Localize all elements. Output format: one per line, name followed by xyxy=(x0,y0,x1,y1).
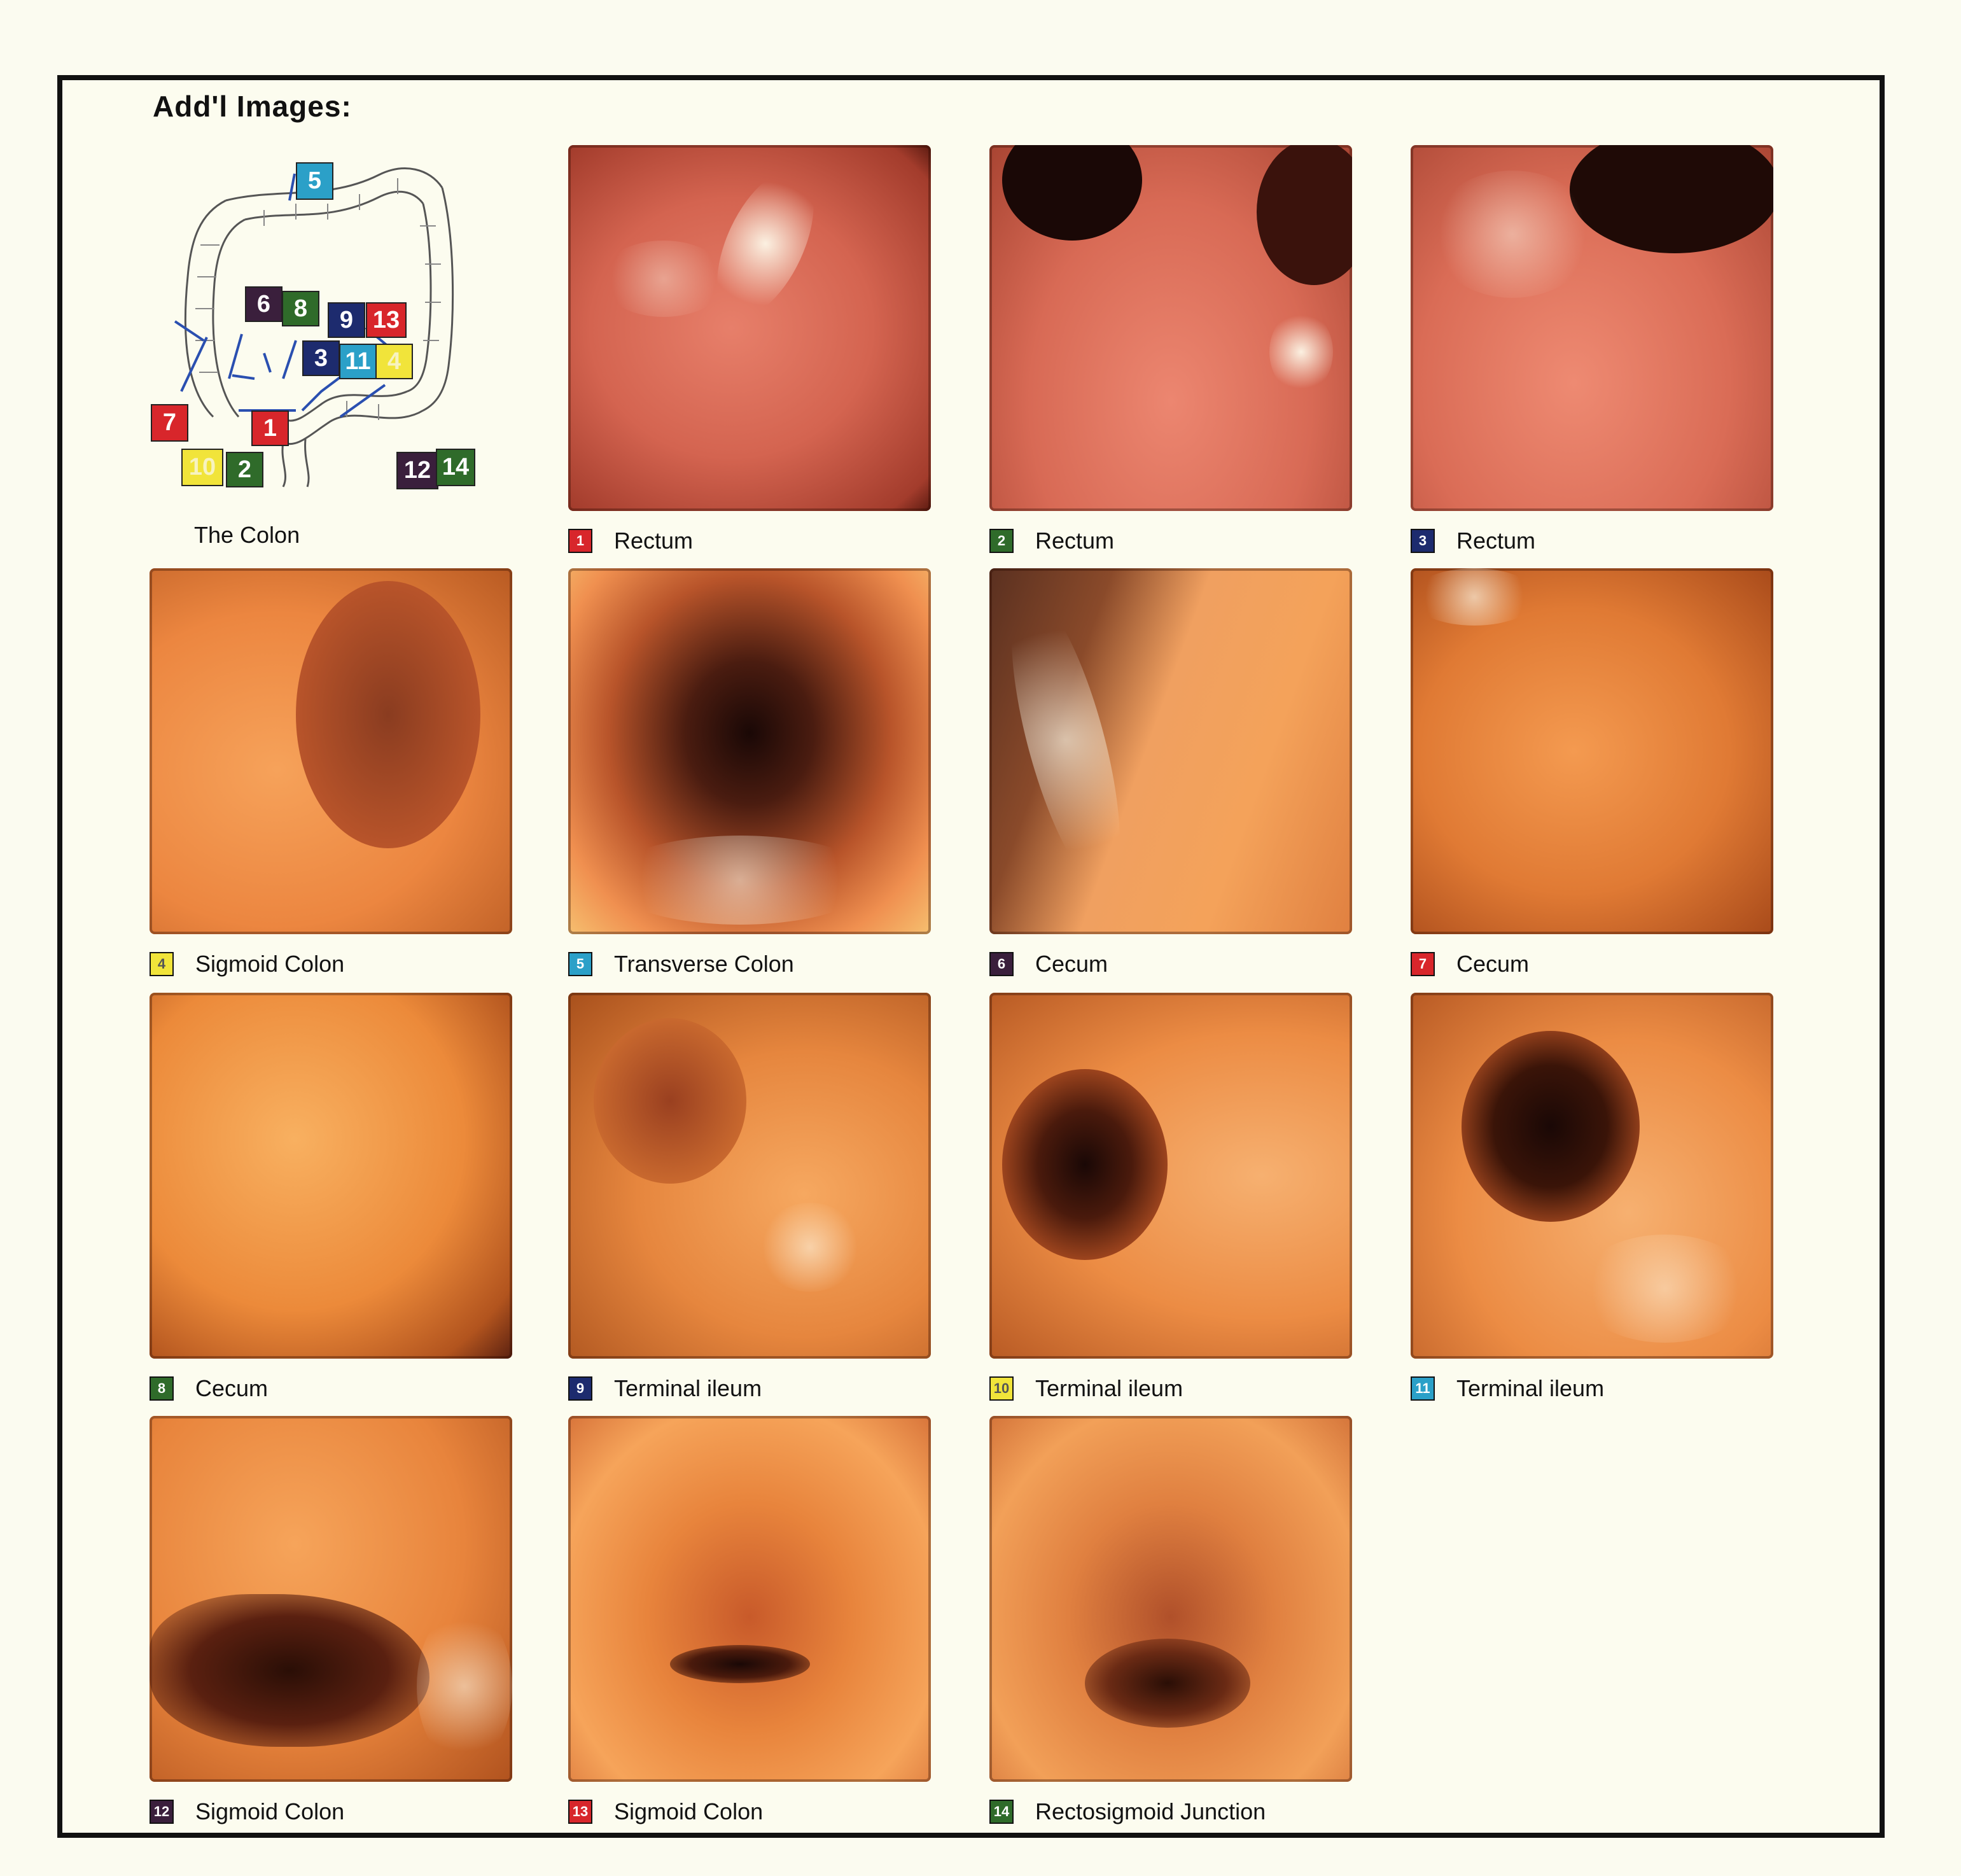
diagram-label-5: 5 xyxy=(296,162,333,200)
image-label: Terminal ileum xyxy=(1456,1375,1605,1401)
diagram-label-13: 13 xyxy=(366,302,407,338)
endoscopy-photo xyxy=(568,993,931,1359)
image-number-badge: 6 xyxy=(989,952,1014,976)
image-caption: 9 Terminal ileum xyxy=(568,1375,762,1403)
image-label: Cecum xyxy=(195,1375,269,1401)
image-caption: 6 Cecum xyxy=(989,950,1108,978)
image-caption: 13 Sigmoid Colon xyxy=(568,1798,763,1826)
image-caption: 5 Transverse Colon xyxy=(568,950,794,978)
endoscopy-photo xyxy=(989,568,1352,934)
diagram-label-8: 8 xyxy=(282,291,319,326)
image-label: Sigmoid Colon xyxy=(614,1798,764,1824)
image-label: Rectum xyxy=(614,528,694,554)
endoscopy-photo xyxy=(1411,568,1773,934)
endoscopy-image-2[interactable]: 2 Rectum xyxy=(989,145,1352,554)
endoscopy-photo xyxy=(989,145,1352,511)
endoscopy-photo xyxy=(150,568,512,934)
image-number-badge: 4 xyxy=(150,952,174,976)
image-caption: 8 Cecum xyxy=(150,1375,268,1403)
endoscopy-photo xyxy=(989,1416,1352,1782)
image-caption: 11 Terminal ileum xyxy=(1411,1375,1604,1403)
diagram-caption: The Colon xyxy=(194,522,300,548)
endoscopy-image-11[interactable]: 11 Terminal ileum xyxy=(1411,993,1773,1401)
section-heading: Add'l Images: xyxy=(153,90,352,123)
diagram-label-14: 14 xyxy=(436,449,475,486)
image-caption: 4 Sigmoid Colon xyxy=(150,950,344,978)
endoscopy-image-14[interactable]: 14 Rectosigmoid Junction xyxy=(989,1416,1352,1824)
image-caption: 12 Sigmoid Colon xyxy=(150,1798,344,1826)
diagram-label-6: 6 xyxy=(245,286,283,322)
endoscopy-image-9[interactable]: 9 Terminal ileum xyxy=(568,993,931,1401)
diagram-label-9: 9 xyxy=(328,302,365,338)
endoscopy-image-12[interactable]: 12 Sigmoid Colon xyxy=(150,1416,512,1824)
endoscopy-photo xyxy=(989,993,1352,1359)
image-caption: 7 Cecum xyxy=(1411,950,1529,978)
image-number-badge: 11 xyxy=(1411,1376,1435,1401)
diagram-label-10: 10 xyxy=(181,449,223,486)
image-number-badge: 2 xyxy=(989,529,1014,553)
image-number-badge: 9 xyxy=(568,1376,592,1401)
diagram-label-11: 11 xyxy=(339,344,377,379)
image-number-badge: 8 xyxy=(150,1376,174,1401)
image-label: Sigmoid Colon xyxy=(195,1798,345,1824)
image-number-badge: 5 xyxy=(568,952,592,976)
endoscopy-image-5[interactable]: 5 Transverse Colon xyxy=(568,568,931,977)
image-number-badge: 3 xyxy=(1411,529,1435,553)
image-number-badge: 7 xyxy=(1411,952,1435,976)
colon-diagram: 5 6 8 9 13 3 11 4 7 1 10 2 12 14 xyxy=(137,150,493,506)
endoscopy-photo xyxy=(150,993,512,1359)
image-label: Rectum xyxy=(1035,528,1115,554)
endoscopy-photo xyxy=(150,1416,512,1782)
image-label: Rectosigmoid Junction xyxy=(1035,1798,1266,1824)
diagram-label-12: 12 xyxy=(396,452,438,489)
endoscopy-image-10[interactable]: 10 Terminal ileum xyxy=(989,993,1352,1401)
image-number-badge: 1 xyxy=(568,529,592,553)
endoscopy-image-1[interactable]: 1 Rectum xyxy=(568,145,931,554)
image-label: Rectum xyxy=(1456,528,1536,554)
image-number-badge: 14 xyxy=(989,1800,1014,1824)
diagram-label-7: 7 xyxy=(151,404,188,442)
diagram-label-3: 3 xyxy=(302,340,340,376)
endoscopy-image-4[interactable]: 4 Sigmoid Colon xyxy=(150,568,512,977)
image-caption: 1 Rectum xyxy=(568,527,693,555)
endoscopy-image-13[interactable]: 13 Sigmoid Colon xyxy=(568,1416,931,1824)
image-caption: 14 Rectosigmoid Junction xyxy=(989,1798,1266,1826)
image-number-badge: 12 xyxy=(150,1800,174,1824)
endoscopy-image-7[interactable]: 7 Cecum xyxy=(1411,568,1773,977)
image-caption: 10 Terminal ileum xyxy=(989,1375,1183,1403)
image-label: Sigmoid Colon xyxy=(195,951,345,977)
endoscopy-photo xyxy=(568,145,931,511)
image-label: Cecum xyxy=(1456,951,1530,977)
endoscopy-photo xyxy=(1411,993,1773,1359)
endoscopy-image-3[interactable]: 3 Rectum xyxy=(1411,145,1773,554)
endoscopy-photo xyxy=(1411,145,1773,511)
image-caption: 2 Rectum xyxy=(989,527,1114,555)
image-label: Transverse Colon xyxy=(614,951,794,977)
diagram-label-4: 4 xyxy=(375,344,413,379)
endoscopy-photo xyxy=(568,568,931,934)
image-number-badge: 10 xyxy=(989,1376,1014,1401)
image-label: Cecum xyxy=(1035,951,1108,977)
image-caption: 3 Rectum xyxy=(1411,527,1535,555)
image-label: Terminal ileum xyxy=(1035,1375,1183,1401)
image-number-badge: 13 xyxy=(568,1800,592,1824)
diagram-label-2: 2 xyxy=(226,452,263,487)
image-label: Terminal ileum xyxy=(614,1375,762,1401)
endoscopy-image-6[interactable]: 6 Cecum xyxy=(989,568,1352,977)
diagram-label-1: 1 xyxy=(251,410,289,446)
endoscopy-photo xyxy=(568,1416,931,1782)
endoscopy-image-8[interactable]: 8 Cecum xyxy=(150,993,512,1401)
